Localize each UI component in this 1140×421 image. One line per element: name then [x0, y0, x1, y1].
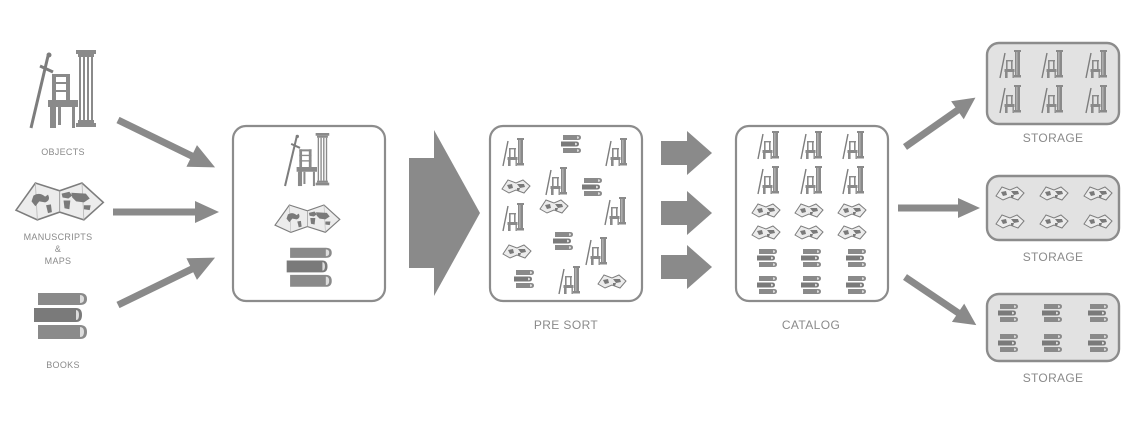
- arrow-icon: [661, 245, 712, 289]
- books-label: BOOKS: [46, 360, 80, 370]
- source-arrows: [113, 116, 219, 309]
- arrow-icon: [116, 257, 216, 309]
- arrow-icon: [661, 191, 712, 235]
- pre-sort-label: PRE SORT: [533, 318, 599, 332]
- arrow-icon: [113, 201, 219, 223]
- manuscripts-maps-label: MANUSCRIPTS & MAPS: [8, 231, 108, 267]
- map-icon: [15, 182, 105, 221]
- arrow-icon: [898, 198, 980, 218]
- arrow-icon: [902, 97, 976, 150]
- ampersand-label-line: &: [54, 244, 62, 254]
- maps-label-line: MAPS: [44, 256, 72, 266]
- arrow-icon: [116, 116, 216, 168]
- storage-box-books: [985, 292, 1121, 363]
- storage-arrows: [898, 97, 980, 326]
- storage-label-objects: STORAGE: [1022, 131, 1084, 145]
- storage-box-maps: [985, 174, 1121, 242]
- storage-label-maps: STORAGE: [1022, 250, 1084, 264]
- objects-icon: [29, 48, 98, 130]
- sort-arrows: [661, 131, 712, 289]
- books-icon: [34, 293, 87, 339]
- objects-label: OBJECTS: [41, 147, 85, 157]
- storage-label-books: STORAGE: [1022, 371, 1084, 385]
- big-arrow-icon: [409, 130, 480, 296]
- manuscripts-label-line: MANUSCRIPTS: [23, 232, 93, 242]
- arrow-icon: [903, 274, 977, 326]
- catalog-label: CATALOG: [781, 318, 841, 332]
- arrow-icon: [661, 131, 712, 175]
- books-icon: [286, 247, 332, 287]
